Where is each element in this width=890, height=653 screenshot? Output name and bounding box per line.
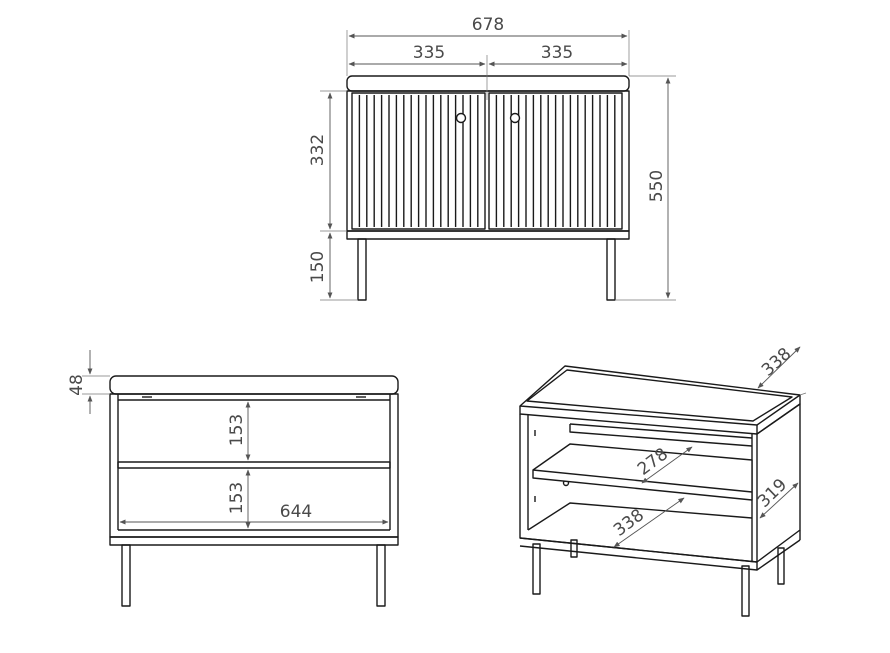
iso-leg-back-right bbox=[777, 547, 785, 585]
interior-plinth bbox=[109, 536, 399, 546]
dim-upper-shelf-height: 153 bbox=[227, 414, 247, 446]
dim-top-depth: 338 bbox=[758, 344, 796, 381]
dim-shelf-depth-line bbox=[641, 446, 693, 484]
iso-top-surface bbox=[519, 365, 801, 426]
dim-leg-height: 150 bbox=[308, 251, 328, 283]
front-view: 678 335 335 332 150 550 bbox=[308, 15, 676, 301]
front-leg-left bbox=[357, 238, 367, 301]
front-leg-right bbox=[606, 238, 616, 301]
dim-top-depth-line bbox=[757, 346, 801, 389]
left-door-slats bbox=[358, 95, 479, 227]
dim-left-door-width: 335 bbox=[413, 43, 445, 63]
iso-leg-front-right bbox=[741, 565, 750, 617]
iso-view: 338 278 319 338 bbox=[519, 344, 807, 617]
iso-top-edge bbox=[519, 395, 801, 435]
dim-body-height: 332 bbox=[308, 134, 328, 166]
dim-bottom-depth-line bbox=[613, 497, 685, 548]
dim-right-door-width: 335 bbox=[541, 43, 573, 63]
iso-bottom-shelf bbox=[527, 502, 753, 531]
right-door-slats bbox=[495, 95, 616, 227]
interior-leg-left bbox=[121, 544, 131, 607]
interior-leg-right bbox=[376, 544, 386, 607]
left-door-knob bbox=[455, 112, 467, 124]
interior-top-board bbox=[109, 375, 399, 395]
iso-leg-back-left bbox=[570, 539, 578, 558]
front-plinth bbox=[346, 230, 630, 240]
dim-bottom-depth: 338 bbox=[610, 505, 648, 541]
dim-lower-shelf-height: 153 bbox=[227, 482, 247, 514]
iso-leg-front-left bbox=[532, 543, 541, 595]
right-door-knob bbox=[509, 112, 521, 124]
right-door bbox=[488, 92, 623, 230]
interior-view: 48 153 153 644 bbox=[67, 350, 399, 607]
front-top-board bbox=[346, 75, 630, 92]
left-door bbox=[351, 92, 486, 230]
interior-middle-shelf bbox=[117, 461, 391, 469]
dim-side-depth: 319 bbox=[754, 475, 791, 512]
dim-total-height: 550 bbox=[647, 170, 667, 202]
iso-right-side bbox=[756, 403, 801, 563]
dim-overall-width: 678 bbox=[472, 15, 504, 35]
dim-inner-width: 644 bbox=[280, 502, 312, 522]
dim-side-depth-line bbox=[759, 482, 799, 519]
dim-top-thickness: 48 bbox=[67, 374, 87, 396]
interior-body bbox=[109, 393, 399, 538]
